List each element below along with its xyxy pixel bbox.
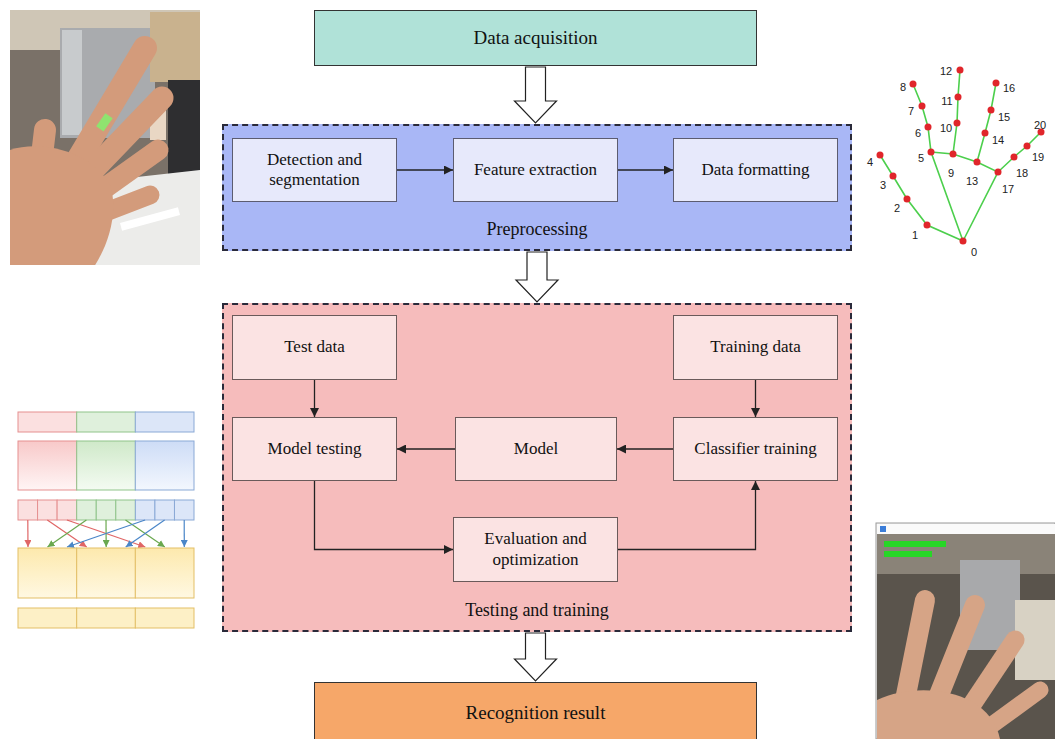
landmark-number: 13 [966,176,978,187]
stage-arrow [516,252,558,302]
process-box: Evaluation and optimization [453,517,618,582]
process-box: Test data [232,315,397,380]
box-label: Classifier training [694,439,816,459]
landmark-number: 5 [918,153,924,164]
box-label: Feature extraction [474,160,597,180]
landmark-number: 8 [900,82,906,93]
landmark-number: 6 [915,128,921,139]
box-label: Model [514,439,558,459]
box-label: Detection and segmentation [243,150,386,191]
landmark-number: 18 [1016,168,1028,179]
landmark-number: 19 [1032,152,1044,163]
landmark-number: 20 [1034,120,1046,131]
box-label: Test data [284,337,345,357]
landmark-number: 7 [908,106,914,117]
hand-photo [10,10,200,265]
process-box: Classifier training [673,417,838,481]
stage-arrow [515,67,557,123]
landmark-number: 10 [940,123,952,134]
box-label: Training data [710,337,801,357]
landmark-number: 15 [998,112,1010,123]
landmark-number: 2 [894,203,900,214]
landmark-number: 14 [992,135,1004,146]
stage-box: Recognition result [314,682,757,739]
stage-arrow [515,633,557,681]
stage-group: Preprocessing Detection and segmentation F… [222,124,852,251]
group-label: Testing and training [224,600,850,622]
process-box: Training data [673,315,838,380]
process-box: Model testing [232,417,397,481]
cross-validation-figure [18,412,194,628]
box-label: Recognition result [466,702,606,725]
box-label: Model testing [268,439,362,459]
box-label: Evaluation and optimization [464,529,607,570]
landmark-number: 11 [941,96,952,107]
process-box: Data formatting [673,138,838,202]
landmark-number: 4 [867,157,873,168]
box-label: Data acquisition [474,27,598,50]
process-box: Detection and segmentation [232,138,397,202]
landmark-number: 0 [971,247,977,258]
stage-group: Testing and training Test data Training da… [222,303,852,632]
landmark-number: 17 [1002,184,1014,195]
landmark-number: 16 [1003,83,1015,94]
landmark-number: 12 [940,66,952,77]
result-screenshot [876,523,1055,739]
stage-box: Data acquisition [314,10,757,66]
landmark-number: 9 [948,168,954,179]
hand-landmark-skeleton [880,70,1041,241]
landmark-number: 1 [912,230,918,241]
group-label: Preprocessing [224,219,850,241]
landmark-number: 3 [880,180,886,191]
landmark-dots [877,67,1045,245]
process-box: Model [455,417,617,481]
box-label: Data formatting [701,160,809,180]
process-box: Feature extraction [453,138,618,202]
